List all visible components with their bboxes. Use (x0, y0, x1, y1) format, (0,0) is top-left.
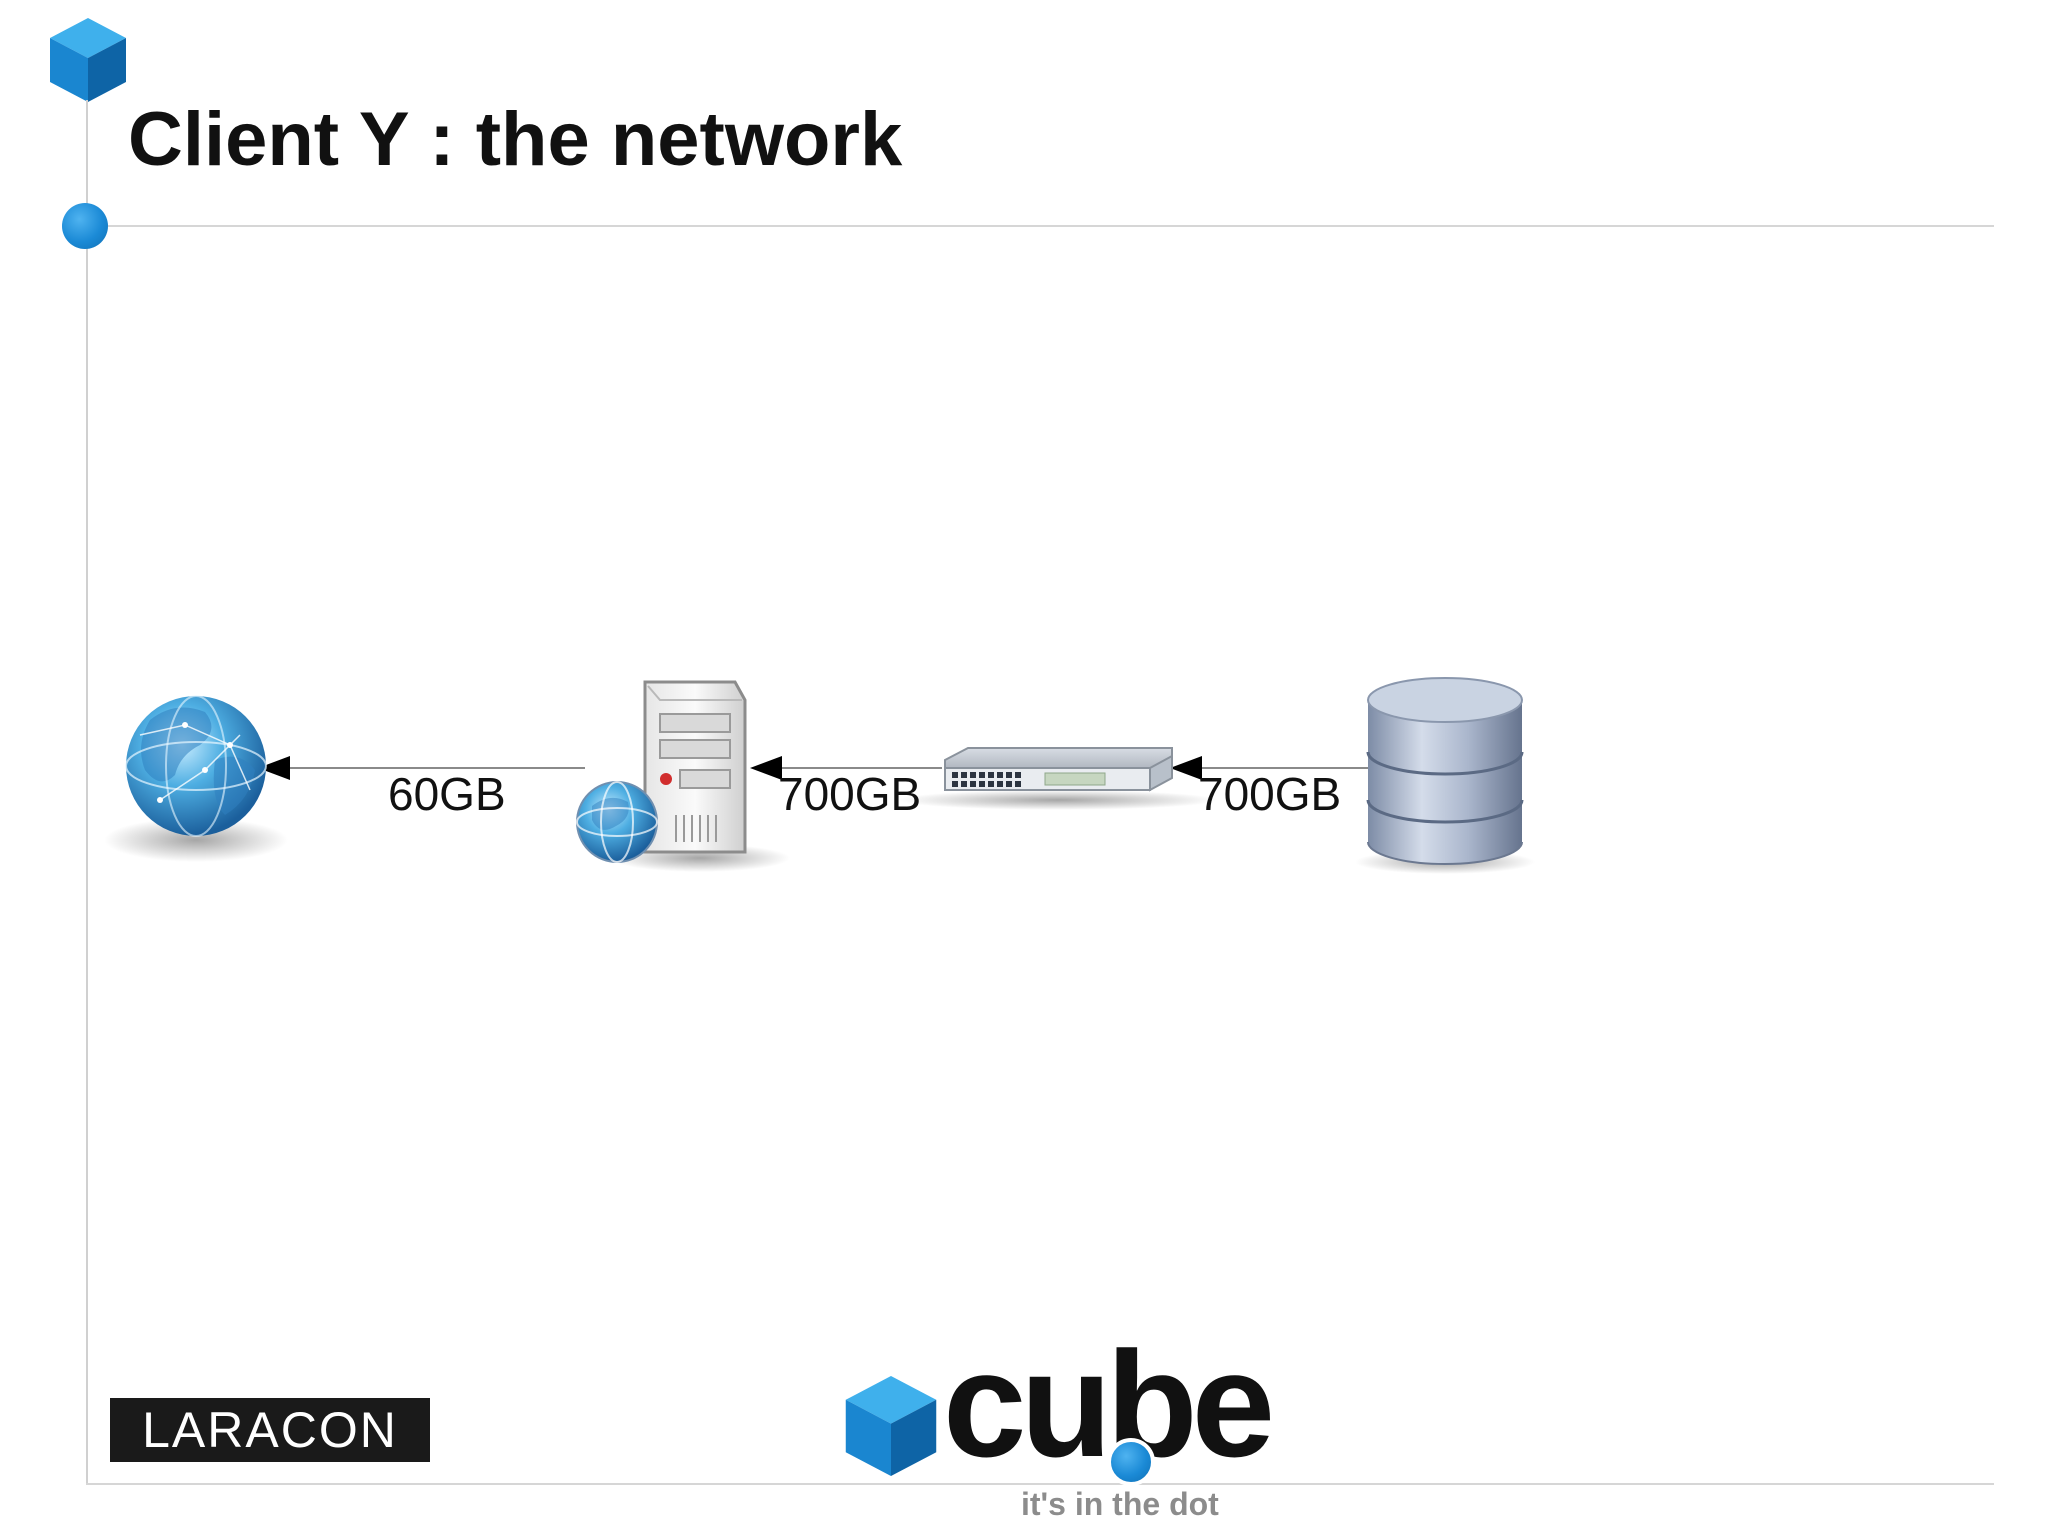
laracon-logo: LARACON (110, 1398, 430, 1462)
title-dot-icon (62, 203, 108, 249)
slide-title: Client Y : the network (128, 97, 903, 182)
slide-vertical-rule (86, 100, 88, 1485)
cube-logo-icon (845, 1376, 937, 1476)
footer-divider (86, 1483, 1994, 1485)
laracon-logo-text: LARACON (142, 1402, 398, 1458)
edge-label-db-to-switch: 700GB (1198, 768, 1342, 820)
database-icon (1355, 677, 1535, 874)
arrowhead-switch (1170, 756, 1202, 780)
arrowhead-internet (258, 756, 290, 780)
globe-icon (104, 695, 288, 862)
web-server-icon (576, 680, 790, 872)
cube-corner-icon (50, 18, 126, 102)
title-divider (108, 225, 1994, 227)
edge-label-switch-to-server: 700GB (778, 768, 922, 820)
cube-logo-tagline: it's in the dot (1021, 1486, 1219, 1522)
cube-logo: cube it's in the dot (845, 1320, 1305, 1530)
network-switch-icon (898, 747, 1218, 810)
edge-label-server-to-internet: 60GB (388, 768, 506, 820)
arrowhead-server (750, 756, 782, 780)
cube-logo-word: cube (943, 1320, 1275, 1488)
cube-logo-dot-icon (1107, 1438, 1155, 1486)
